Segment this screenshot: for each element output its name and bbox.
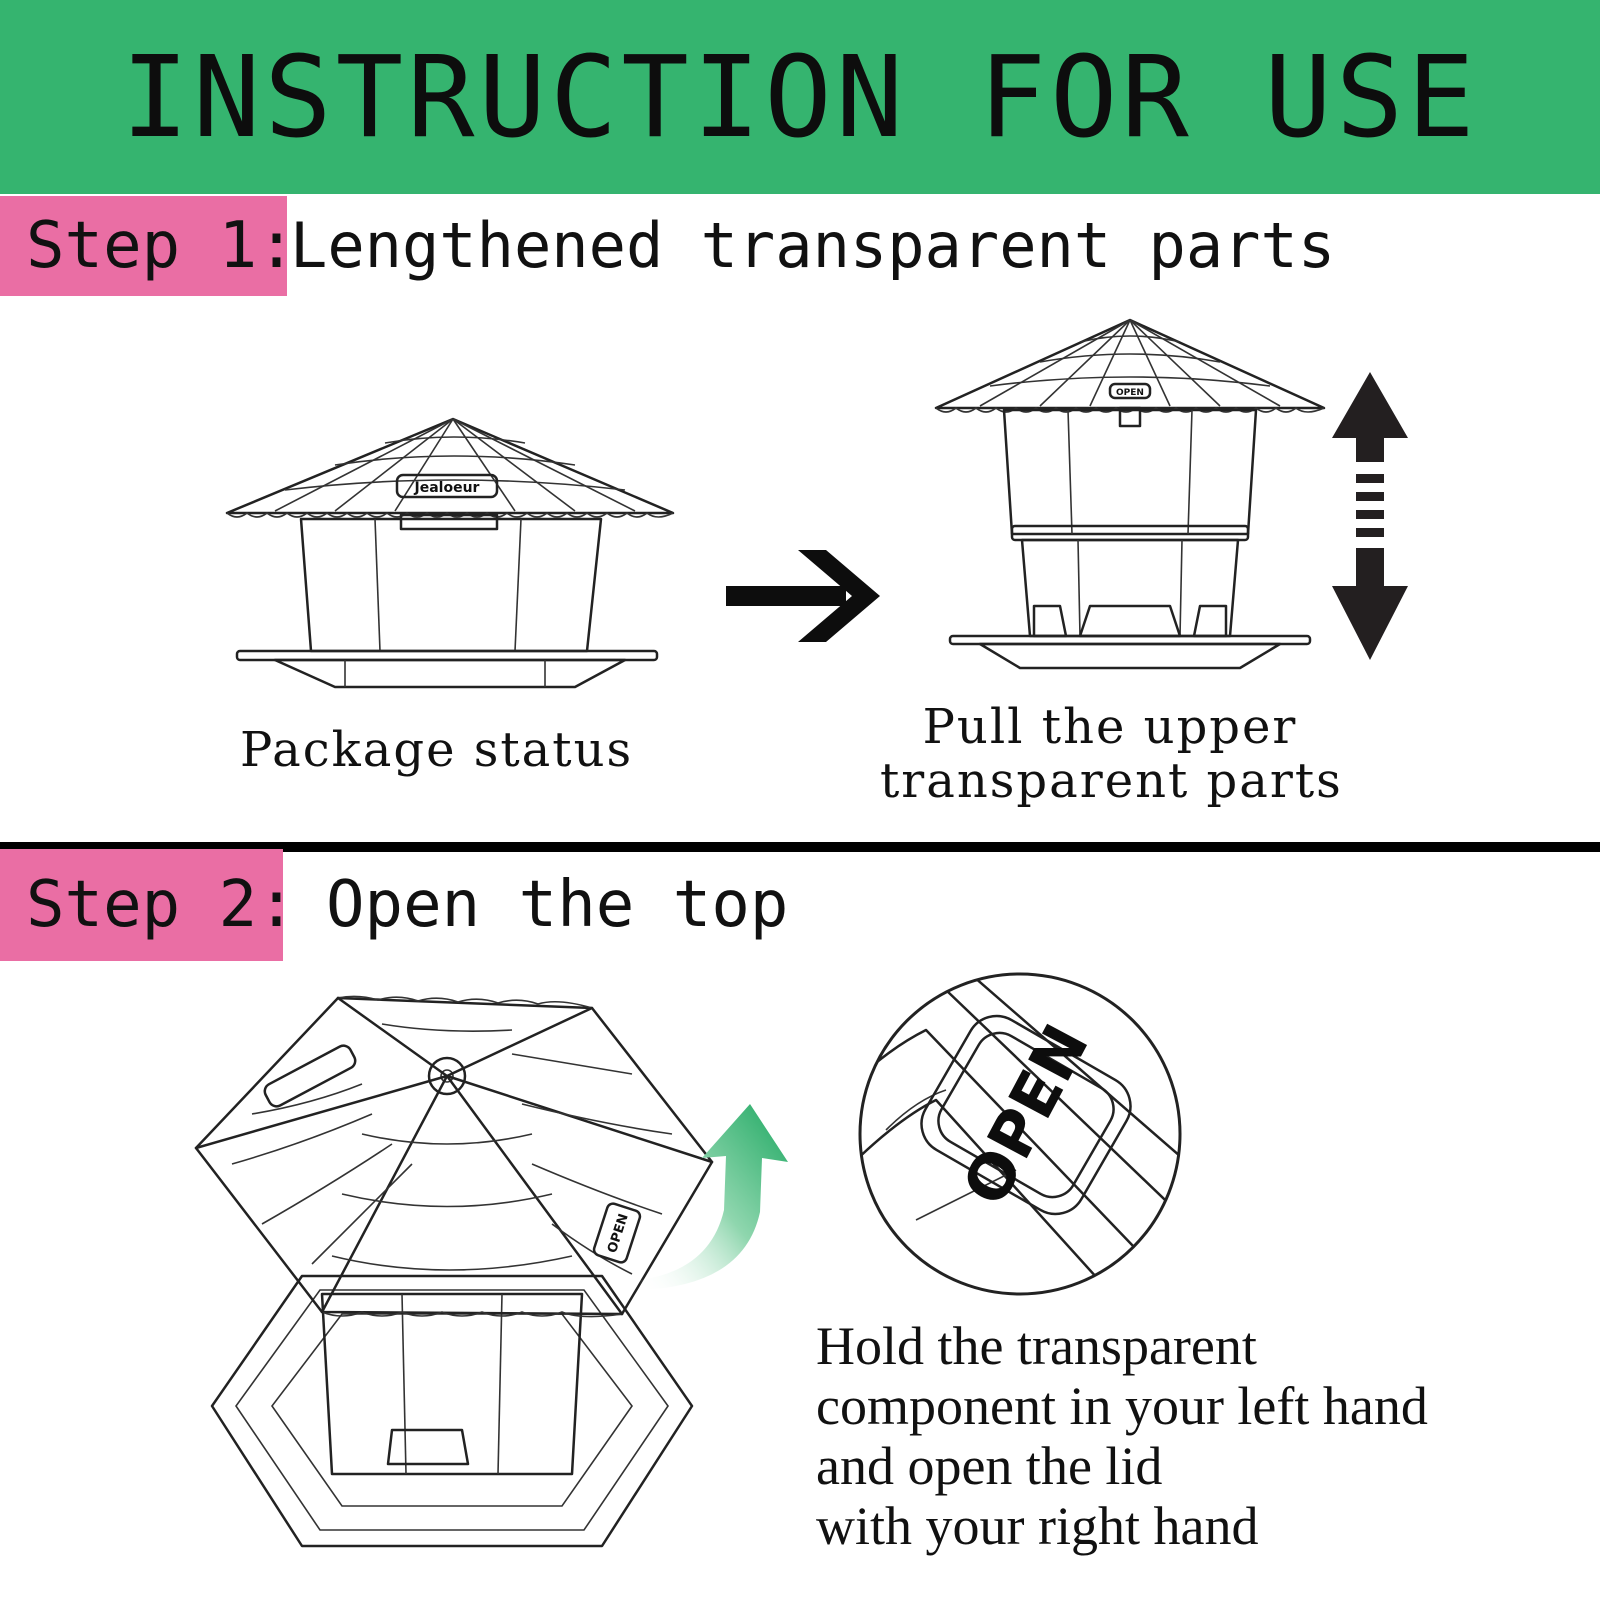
feeder-extended-illustration: OPEN	[934, 318, 1326, 670]
open-label-roof: OPEN	[605, 1212, 632, 1255]
step2-title: Open the top	[326, 868, 789, 942]
instruction-line-4: with your right hand	[816, 1496, 1259, 1556]
caption-pull-line1: Pull the upper	[922, 699, 1298, 755]
step1-title: Lengthened transparent parts	[290, 209, 1336, 282]
feeder-package-illustration: Jealoeur	[225, 417, 675, 689]
caption-pull-parts: Pull the upper transparent parts	[880, 699, 1343, 809]
arrow-right-icon	[726, 550, 880, 642]
section-divider	[0, 842, 1600, 852]
feeder-top-view-illustration: OPEN	[194, 995, 714, 1548]
double-arrow-icon	[1332, 372, 1408, 660]
header-banner	[0, 0, 1600, 194]
step1-tag: Step 1:	[0, 196, 296, 296]
brand-label: Jealoeur	[414, 480, 480, 496]
instruction-line-1: Hold the transparent	[816, 1316, 1257, 1376]
page-title: INSTRUCTION FOR USE	[121, 33, 1479, 163]
step2-tag: Step 2:	[0, 849, 296, 961]
instructions-text: Hold the transparent component in your l…	[816, 1316, 1428, 1556]
open-button-zoom-illustration: OPEN	[858, 972, 1182, 1296]
caption-package-status: Package status	[240, 722, 634, 778]
instruction-line-3: and open the lid	[816, 1436, 1163, 1496]
instruction-line-2: component in your left hand	[816, 1376, 1428, 1436]
open-label-small: OPEN	[1116, 388, 1144, 398]
green-curved-arrow-icon	[640, 1104, 788, 1290]
caption-pull-line2: transparent parts	[880, 753, 1343, 809]
